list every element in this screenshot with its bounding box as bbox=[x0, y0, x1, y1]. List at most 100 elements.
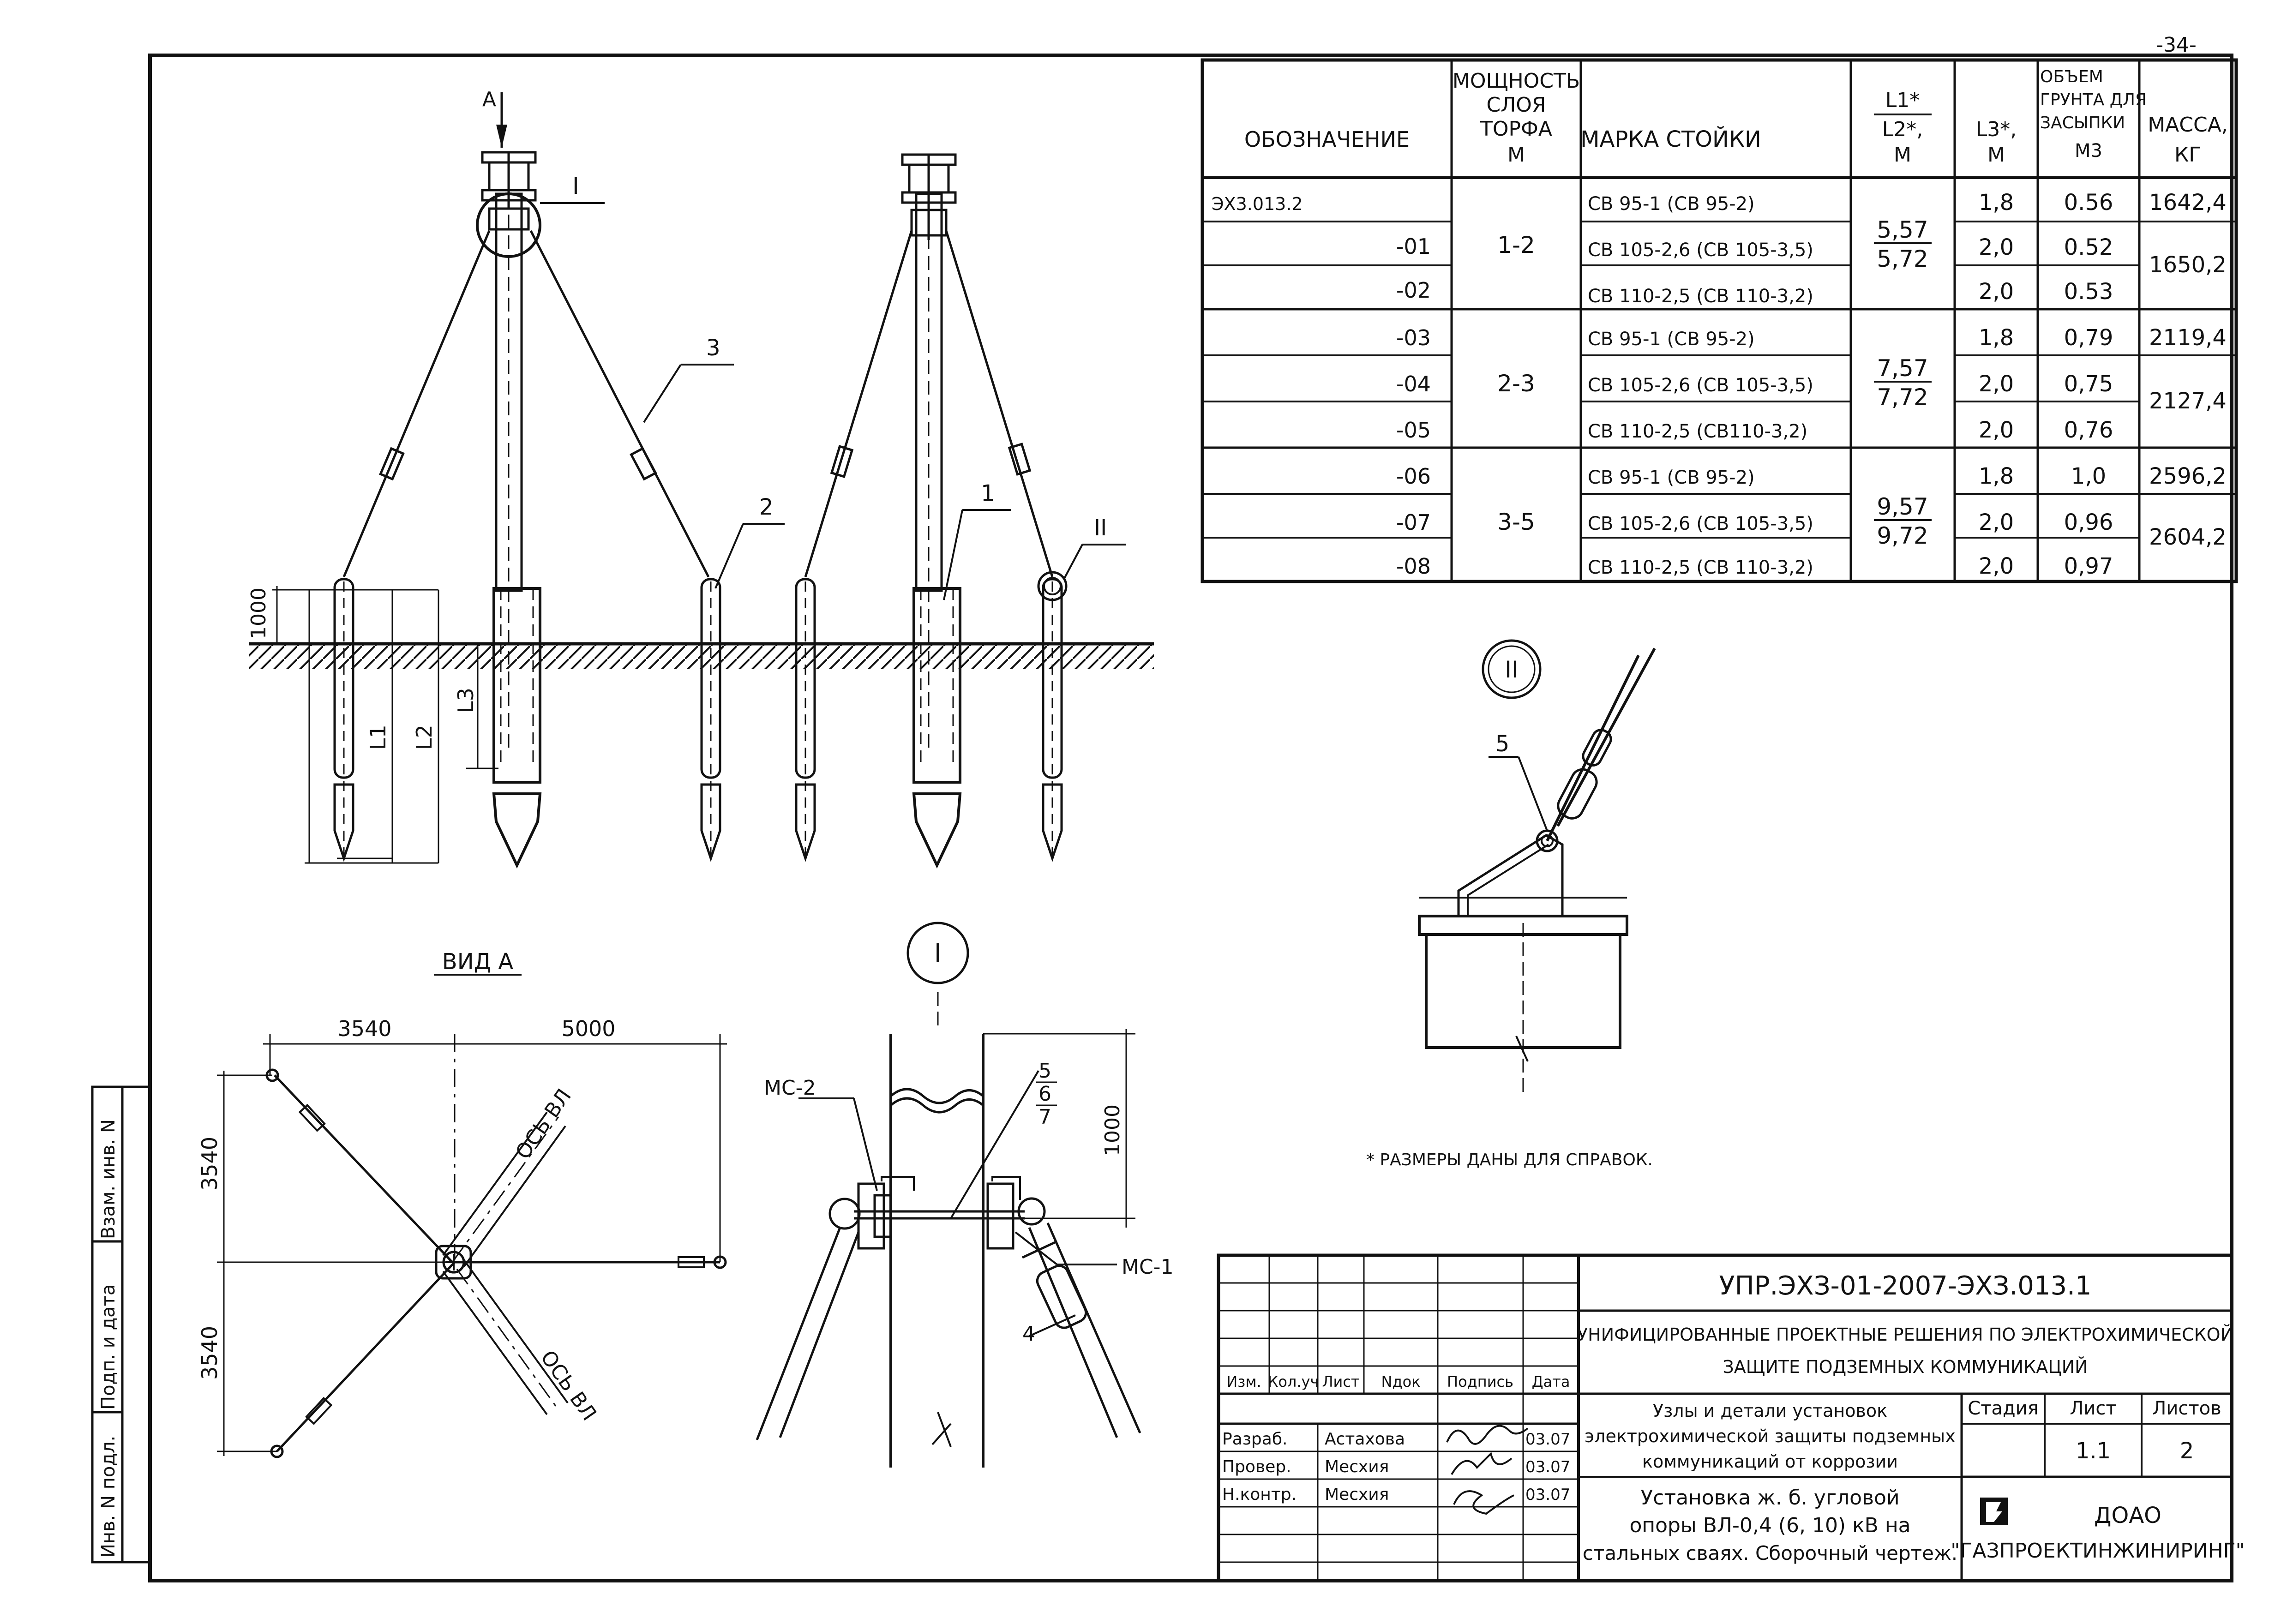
svg-text:2-3: 2-3 bbox=[1497, 370, 1535, 397]
table-row: -02 bbox=[1396, 278, 1431, 303]
svg-text:03.07: 03.07 bbox=[1525, 1458, 1570, 1476]
svg-text:электрохимической защиты подзе: электрохимической защиты подземных bbox=[1585, 1426, 1955, 1446]
svg-text:ОБОЗНАЧЕНИЕ: ОБОЗНАЧЕНИЕ bbox=[1244, 127, 1410, 152]
svg-text:5,72: 5,72 bbox=[1877, 246, 1928, 272]
position-1-label: 1 bbox=[981, 480, 995, 506]
svg-text:1642,4: 1642,4 bbox=[2149, 190, 2227, 216]
svg-text:УНИФИЦИРОВАННЫЕ ПРОЕКТНЫЕ РЕШЕ: УНИФИЦИРОВАННЫЕ ПРОЕКТНЫЕ РЕШЕНИЯ ПО ЭЛЕ… bbox=[1577, 1324, 2233, 1345]
svg-text:03.07: 03.07 bbox=[1525, 1486, 1570, 1504]
axis-label-upper: ОСЬ ВЛ bbox=[511, 1085, 576, 1163]
svg-text:Месхия: Месхия bbox=[1325, 1485, 1389, 1504]
position-2-label: 2 bbox=[759, 494, 774, 520]
detail-I-label: I bbox=[934, 939, 942, 969]
svg-text:0.56: 0.56 bbox=[2064, 190, 2113, 216]
svg-text:4: 4 bbox=[1022, 1322, 1035, 1346]
svg-text:МС-2: МС-2 bbox=[764, 1076, 816, 1100]
dimensions-note: * РАЗМЕРЫ ДАНЫ ДЛЯ СПРАВОК. bbox=[1366, 1151, 1653, 1169]
table-row: -06 bbox=[1396, 464, 1431, 489]
side-stamp-inv-label: Инв. N подл. bbox=[98, 1436, 119, 1558]
svg-text:0,96: 0,96 bbox=[2064, 509, 2113, 535]
svg-text:СВ 105-2,6 (СВ 105-3,5): СВ 105-2,6 (СВ 105-3,5) bbox=[1588, 513, 1813, 534]
svg-text:1000: 1000 bbox=[1101, 1104, 1124, 1156]
signature-1 bbox=[1446, 1425, 1529, 1445]
svg-text:1,0: 1,0 bbox=[2071, 463, 2106, 489]
position-3-label: 3 bbox=[706, 335, 720, 361]
svg-text:3540: 3540 bbox=[197, 1137, 222, 1191]
table-row: -03 bbox=[1396, 325, 1431, 350]
svg-text:СВ 110-2,5 (СВ110-3,2): СВ 110-2,5 (СВ110-3,2) bbox=[1588, 421, 1807, 442]
svg-text:М: М bbox=[1894, 143, 1911, 167]
svg-text:7,57: 7,57 bbox=[1877, 355, 1928, 382]
svg-text:опоры ВЛ-0,4 (6, 10) кВ на: опоры ВЛ-0,4 (6, 10) кВ на bbox=[1629, 1514, 1910, 1537]
svg-text:Nдок: Nдок bbox=[1381, 1373, 1421, 1390]
dim-L1: L1 bbox=[366, 725, 390, 750]
svg-text:5,57: 5,57 bbox=[1877, 216, 1928, 243]
svg-text:3-5: 3-5 bbox=[1497, 509, 1535, 535]
svg-text:Кол.уч: Кол.уч bbox=[1268, 1373, 1319, 1390]
svg-text:2119,4: 2119,4 bbox=[2149, 325, 2227, 351]
svg-text:ЗАСЫПКИ: ЗАСЫПКИ bbox=[2040, 114, 2125, 132]
svg-text:МАРКА СТОЙКИ: МАРКА СТОЙКИ bbox=[1580, 126, 1761, 152]
guy-pile-right bbox=[700, 578, 721, 779]
svg-text:0,76: 0,76 bbox=[2064, 417, 2113, 443]
svg-text:Астахова: Астахова bbox=[1325, 1430, 1405, 1449]
svg-text:Месхия: Месхия bbox=[1325, 1457, 1389, 1476]
svg-text:"ГАЗПРОЕКТИНЖИНИРИНГ": "ГАЗПРОЕКТИНЖИНИРИНГ" bbox=[1951, 1539, 2245, 1563]
svg-text:9,57: 9,57 bbox=[1877, 493, 1928, 520]
svg-text:9,72: 9,72 bbox=[1877, 522, 1928, 549]
spec-table-rows: ЭХ3.013.2 -01 -02 -03 -04 -05 -06 -07 -0… bbox=[1212, 190, 2227, 579]
svg-text:Н.контр.: Н.контр. bbox=[1222, 1485, 1297, 1504]
main-assembly-view bbox=[249, 92, 1154, 869]
svg-text:Дата: Дата bbox=[1532, 1373, 1570, 1390]
svg-text:СВ 110-2,5 (СВ 110-3,2): СВ 110-2,5 (СВ 110-3,2) bbox=[1588, 557, 1813, 578]
detail-II-labels: II 5 bbox=[1495, 656, 1519, 757]
svg-text:0.52: 0.52 bbox=[2064, 234, 2113, 260]
signature-3 bbox=[1453, 1490, 1514, 1515]
svg-text:1,8: 1,8 bbox=[1979, 463, 2014, 489]
svg-text:L1*: L1* bbox=[1885, 89, 1920, 112]
detail-II-label: II bbox=[1505, 656, 1519, 683]
svg-text:Установка ж. б. угловой: Установка ж. б. угловой bbox=[1640, 1486, 1899, 1510]
svg-text:L3*,: L3*, bbox=[1976, 118, 2017, 141]
svg-text:1650,2: 1650,2 bbox=[2149, 252, 2227, 278]
svg-text:2,0: 2,0 bbox=[1979, 509, 2014, 535]
svg-text:3540: 3540 bbox=[197, 1326, 222, 1380]
svg-text:1,8: 1,8 bbox=[1979, 325, 2014, 351]
svg-text:7,72: 7,72 bbox=[1877, 384, 1928, 411]
svg-text:МОЩНОСТЬ: МОЩНОСТЬ bbox=[1453, 69, 1580, 93]
svg-text:КГ: КГ bbox=[2174, 143, 2201, 167]
svg-text:5: 5 bbox=[1495, 731, 1510, 757]
svg-text:Провер.: Провер. bbox=[1222, 1457, 1291, 1476]
svg-text:2,0: 2,0 bbox=[1979, 279, 2014, 305]
svg-text:МАССА,: МАССА, bbox=[2148, 113, 2228, 137]
svg-text:03.07: 03.07 bbox=[1525, 1430, 1570, 1449]
pile-sleeve-right bbox=[912, 587, 961, 784]
guy-pile-left bbox=[333, 578, 354, 779]
svg-text:Листов: Листов bbox=[2152, 1398, 2221, 1419]
svg-text:ЗАЩИТЕ ПОДЗЕМНЫХ КОММУНИКАЦИЙ: ЗАЩИТЕ ПОДЗЕМНЫХ КОММУНИКАЦИЙ bbox=[1723, 1357, 2088, 1377]
signature-2 bbox=[1451, 1452, 1513, 1475]
sheet-frame bbox=[148, 54, 2233, 1582]
spec-table bbox=[1201, 58, 2238, 583]
svg-text:Стадия: Стадия bbox=[1968, 1398, 2038, 1419]
detail-I-labels: I МС-2 МС-1 4 5 6 7 1000 bbox=[764, 939, 1174, 1346]
svg-text:Узлы и детали установок: Узлы и детали установок bbox=[1653, 1401, 1887, 1421]
title-block-text: УПР.ЭХЗ-01-2007-ЭХЗ.013.1 УНИФИЦИРОВАННЫ… bbox=[1222, 1271, 2245, 1564]
svg-text:МС-1: МС-1 bbox=[1122, 1255, 1174, 1279]
svg-text:L2*,: L2*, bbox=[1882, 118, 1923, 141]
svg-text:2: 2 bbox=[2180, 1438, 2194, 1464]
dim-1000-vertical: 1000 bbox=[247, 587, 270, 639]
svg-text:1,8: 1,8 bbox=[1979, 190, 2014, 216]
svg-text:СВ 95-1 (СВ 95-2): СВ 95-1 (СВ 95-2) bbox=[1588, 467, 1755, 488]
svg-text:стальных сваях. Сборочный черт: стальных сваях. Сборочный чертеж. bbox=[1583, 1542, 1957, 1564]
svg-text:0,75: 0,75 bbox=[2064, 371, 2113, 397]
svg-text:СВ 110-2,5 (СВ 110-3,2): СВ 110-2,5 (СВ 110-3,2) bbox=[1588, 286, 1813, 307]
svg-text:СВ 105-2,6 (СВ 105-3,5): СВ 105-2,6 (СВ 105-3,5) bbox=[1588, 375, 1813, 396]
svg-text:Изм.: Изм. bbox=[1226, 1373, 1261, 1390]
table-row: ЭХ3.013.2 bbox=[1212, 194, 1303, 214]
svg-text:2604,2: 2604,2 bbox=[2149, 524, 2227, 550]
svg-text:2,0: 2,0 bbox=[1979, 234, 2014, 260]
svg-text:СЛОЯ: СЛОЯ bbox=[1486, 93, 1546, 117]
svg-text:2127,4: 2127,4 bbox=[2149, 388, 2227, 414]
